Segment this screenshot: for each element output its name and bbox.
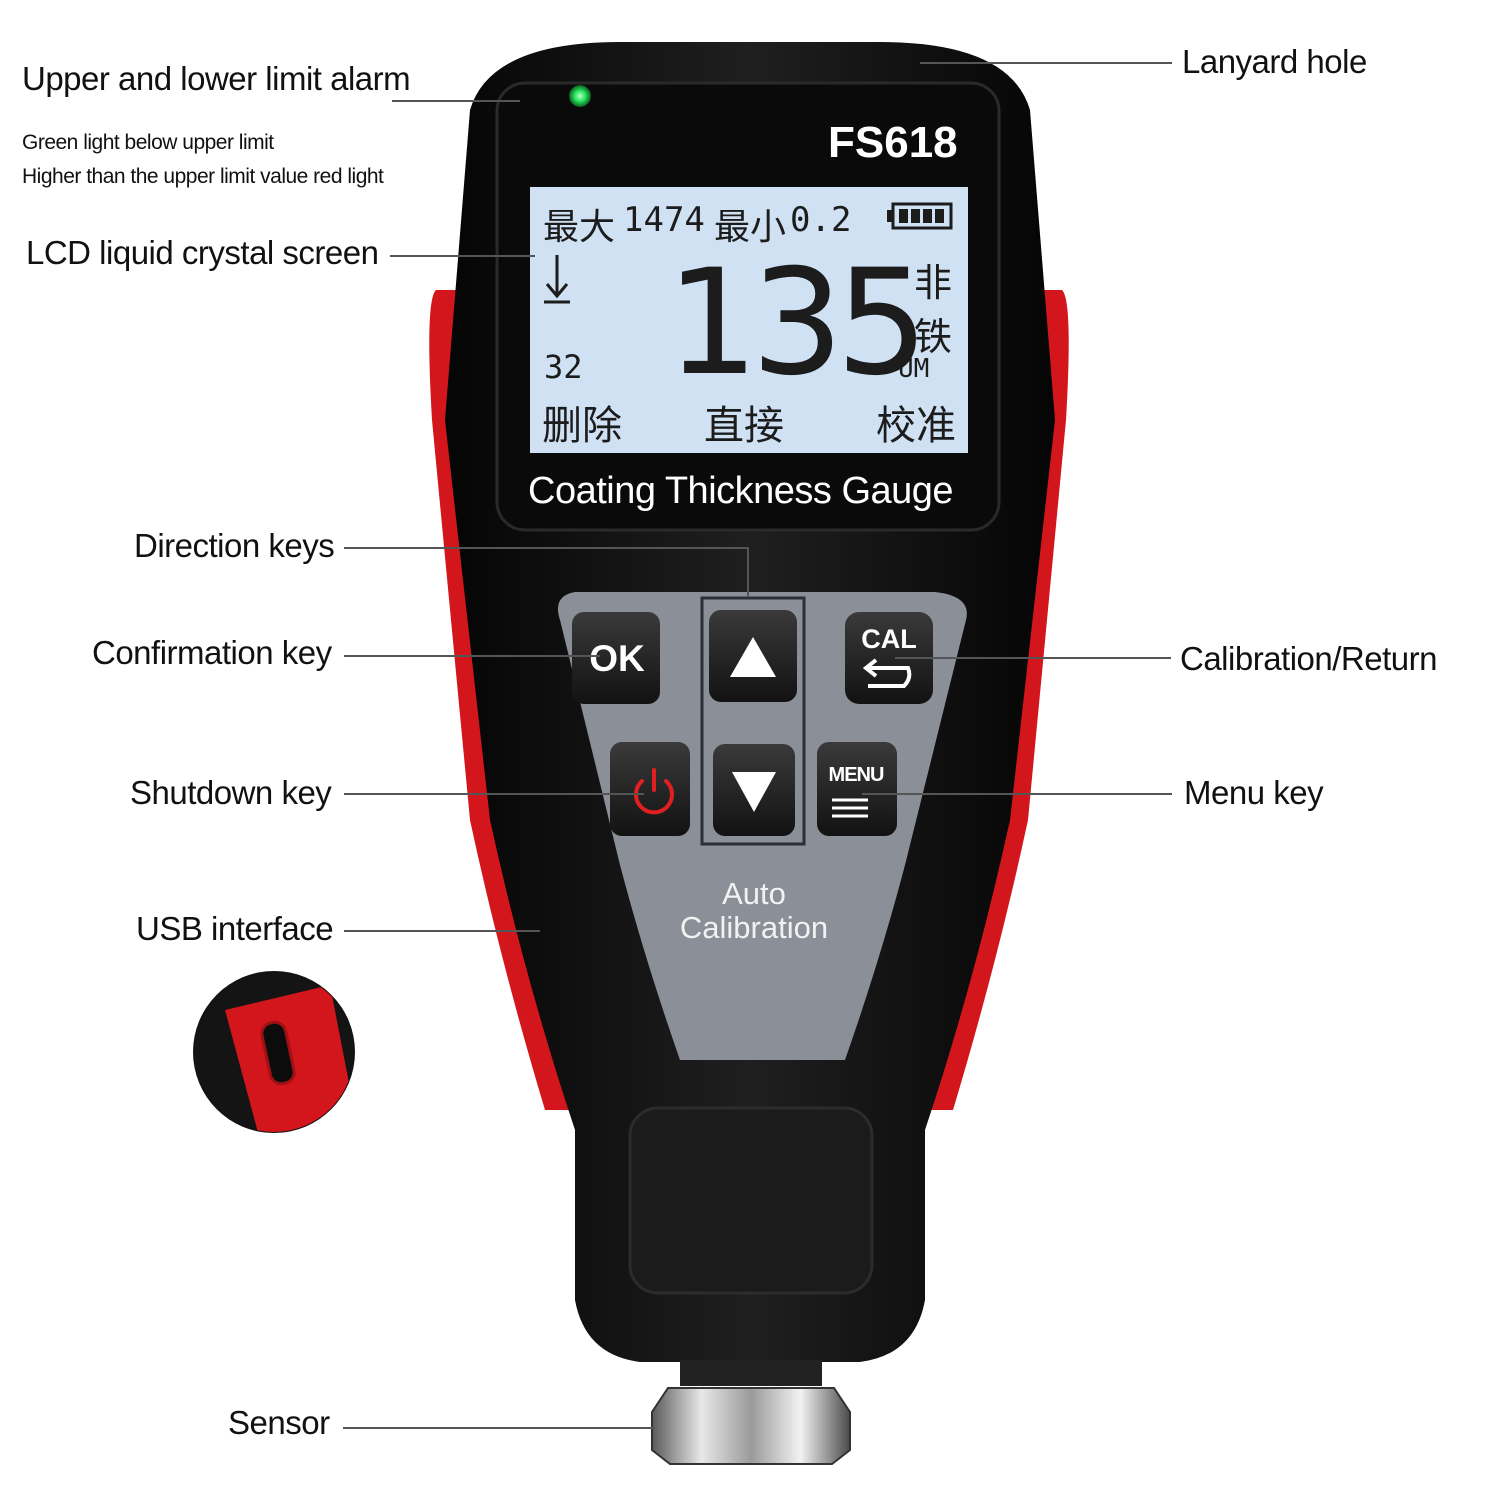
lcd-screen: [530, 187, 968, 453]
callout-confirmation-key: Confirmation key: [92, 634, 332, 671]
grip-recess: [628, 1106, 874, 1295]
panel-label-calibration: Calibration: [679, 910, 829, 945]
menu-lines-icon: [832, 798, 868, 818]
menu-key-label[interactable]: MENU: [828, 764, 885, 786]
power-key: [610, 742, 690, 836]
lcd-count: 32: [544, 348, 583, 386]
callout-usb-interface: USB interface: [136, 910, 334, 947]
lcd-softkey-center: 直接: [704, 403, 784, 449]
leader-line-lcd: [390, 255, 535, 257]
usb-inset: [194, 972, 354, 1132]
lcd-max-label: 最大: [543, 207, 616, 248]
return-icon: [862, 658, 912, 688]
limit-arrow-icon: [544, 255, 570, 304]
usb-port-icon: [260, 1020, 296, 1086]
lcd-softkey-left: 删除: [542, 403, 622, 449]
model-label: FS618: [828, 118, 958, 167]
callout-sensor: Sensor: [228, 1404, 330, 1441]
leader-line-lanyard: [920, 62, 1172, 64]
callout-shutdown-key: Shutdown key: [130, 774, 332, 811]
lcd-min-value: 0.2: [790, 200, 852, 240]
lcd-mode-top: 非: [914, 261, 953, 305]
leader-line-confirm: [344, 655, 600, 657]
lcd-unit: UM: [898, 354, 930, 384]
leader-line-usb: [344, 930, 540, 932]
callout-calibration-return: Calibration/Return: [1180, 640, 1437, 677]
lcd-max-value: 1474: [623, 200, 705, 240]
panel-label-auto: Auto: [722, 876, 786, 911]
power-icon: [634, 768, 674, 815]
ok-key: [572, 612, 660, 704]
callout-alarm-line1: Green light below upper limit: [22, 131, 274, 154]
leader-line-calibration: [895, 657, 1171, 659]
ok-key-label[interactable]: OK: [589, 638, 645, 679]
lcd-min-label: 最小: [714, 207, 787, 248]
cal-key: [845, 612, 933, 704]
callout-lcd: LCD liquid crystal screen: [26, 234, 379, 271]
leader-line-shutdown: [344, 793, 644, 795]
product-name-label: Coating Thickness Gauge: [528, 470, 954, 512]
lcd-reading: 135: [666, 238, 929, 408]
callout-alarm-line2: Higher than the upper limit value red li…: [22, 165, 384, 188]
leader-line-direction-drop: [747, 547, 749, 597]
sensor-probe-icon: [651, 1387, 851, 1465]
arrow-down-icon: [732, 772, 776, 812]
callout-alarm-title: Upper and lower limit alarm: [22, 60, 411, 97]
callout-menu-key: Menu key: [1184, 774, 1324, 811]
alarm-led-icon: [569, 85, 591, 107]
leader-line-alarm: [392, 100, 520, 102]
leader-line-sensor: [343, 1427, 655, 1429]
callout-direction-keys: Direction keys: [134, 527, 335, 564]
menu-key: [817, 742, 897, 836]
leader-line-menu: [862, 793, 1172, 795]
direction-key-frame: [700, 596, 806, 846]
lcd-softkey-right: 校准: [876, 403, 956, 449]
callout-lanyard-hole: Lanyard hole: [1182, 43, 1367, 80]
lcd-mode-bottom: 铁: [914, 315, 953, 359]
arrow-up-icon: [730, 637, 776, 677]
cal-key-label[interactable]: CAL: [861, 624, 917, 654]
sensor-collar: [680, 1360, 822, 1386]
battery-full-icon: [887, 202, 953, 230]
leader-line-direction: [344, 547, 749, 549]
